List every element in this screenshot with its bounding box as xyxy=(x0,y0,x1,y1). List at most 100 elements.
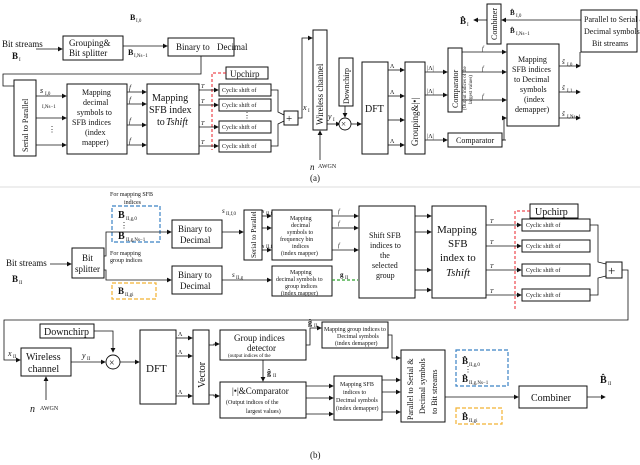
grouping-abs-label: Grouping&|•| xyxy=(410,98,420,146)
sfb-to-tshift-box xyxy=(146,83,200,155)
sfb-tshift-b-l1: Mapping xyxy=(437,224,477,236)
group-det-l1: Group indices xyxy=(234,333,285,343)
sfb-tshift-b-l4: Tshift xyxy=(446,267,471,279)
cyclic-shift-a3 xyxy=(218,120,272,134)
b1last-sub: I,Ns−1 xyxy=(134,54,148,59)
cyclic-shift-a4-label: Cyclic shift of xyxy=(222,143,256,150)
shift-l4: selected xyxy=(372,261,398,270)
index-demapper-a-l1: Mapping xyxy=(518,55,547,64)
adder-b-label: + xyxy=(608,263,615,278)
fb-mapper-l4: frequency bin xyxy=(280,236,313,243)
bit-splitter-b-l1: Bit xyxy=(82,253,94,263)
cyclic-shift-a1-label: Cyclic shift of xyxy=(222,87,256,94)
svg-text:I,Ns−1: I,Ns−1 xyxy=(516,32,530,37)
index-mapper-l5: (index xyxy=(85,128,105,137)
binary-to-decimal-label2: Decimal xyxy=(217,42,248,52)
bin2dec-b2 xyxy=(171,265,223,295)
svg-text:f: f xyxy=(482,45,485,52)
svg-text:ŝ: ŝ xyxy=(562,110,565,118)
svg-text:f: f xyxy=(338,242,341,249)
grp-mapper-l4: (index mapper) xyxy=(281,290,318,297)
sfb-to-tshift-l3: to xyxy=(157,117,165,128)
svg-text:ĝ: ĝ xyxy=(267,368,271,377)
svg-text:II: II xyxy=(608,382,612,387)
index-mapper-l4: SFB indices xyxy=(72,118,111,127)
svg-text:f: f xyxy=(338,208,341,215)
abs-comparator-l3: largest values) xyxy=(246,408,281,415)
svg-text:T: T xyxy=(490,240,494,246)
svg-text:B: B xyxy=(118,210,125,221)
svg-text:ŝ: ŝ xyxy=(562,84,565,92)
caption-a: (a) xyxy=(310,173,320,183)
index-mapper-l2: decimal xyxy=(83,98,109,107)
combiner-b-label: Combiner xyxy=(531,393,572,404)
sfb-demap-b-l1: Mapping SFB xyxy=(340,382,374,388)
svg-text:II: II xyxy=(345,276,349,281)
s2p-b-label: Serial to Parallel xyxy=(250,211,258,258)
svg-text:II,g,Ns−1: II,g,Ns−1 xyxy=(126,238,146,243)
s2p-b xyxy=(243,209,263,261)
svg-text:f: f xyxy=(129,117,132,125)
svg-text:B̂: B̂ xyxy=(460,16,466,26)
index-mapper-l6: mapper) xyxy=(82,138,109,147)
svg-text:II,f,0: II,f,0 xyxy=(226,212,236,217)
cyclic-shift-b3 xyxy=(521,263,591,277)
b1-sub: I xyxy=(19,58,21,63)
index-mapper-l3: symbols to xyxy=(77,108,112,117)
grp-mapper-l3: group indices xyxy=(285,284,318,290)
comparator-a1-label: Comparator xyxy=(451,69,460,108)
bit-splitter-b-l2: splitter xyxy=(75,264,100,274)
grp-index-mapper-b xyxy=(271,265,333,297)
svg-text:Λ: Λ xyxy=(178,332,183,338)
svg-text:II: II xyxy=(273,374,277,379)
svg-text:B̂: B̂ xyxy=(462,356,468,366)
svg-text:II,gi: II,gi xyxy=(125,293,134,298)
svg-text:f: f xyxy=(482,93,485,100)
sfb-to-tshift-l4: Tshift xyxy=(166,117,188,128)
group-detector-box xyxy=(219,329,307,361)
grouping-abs-box xyxy=(404,61,426,155)
shift-l2: indices to xyxy=(370,241,401,250)
combiner-a xyxy=(486,3,502,45)
downchirp-label-a: Downchirp xyxy=(342,68,351,104)
svg-text:II,g: II,g xyxy=(236,276,244,281)
svg-text:II,f,1: II,f,1 xyxy=(266,212,276,217)
svg-text:T: T xyxy=(201,84,205,90)
shift-sfb-box xyxy=(358,205,416,299)
sfb-to-tshift-l2: SFB index xyxy=(149,105,192,116)
svg-text:×: × xyxy=(341,119,346,129)
b10-sub: I,0 xyxy=(136,19,142,24)
svg-text:Λ: Λ xyxy=(390,64,395,70)
s10-sub: I,0 xyxy=(45,92,51,97)
vector-box xyxy=(192,329,210,405)
grouping-label: Grouping& xyxy=(69,38,111,48)
bin2dec-b1 xyxy=(171,219,223,249)
svg-text:II: II xyxy=(87,357,91,362)
group-demapper-box xyxy=(321,321,389,349)
svg-text:B̂: B̂ xyxy=(510,9,515,17)
cyclic-shift-b4-label: Cyclic shift of xyxy=(526,292,560,299)
svg-text:T: T xyxy=(201,99,205,105)
cyclic-shift-b2-label: Cyclic shift of xyxy=(526,243,560,250)
svg-text:indices: indices xyxy=(124,200,142,206)
svg-text:n: n xyxy=(310,162,315,172)
upchirp-label-b: Upchirp xyxy=(535,207,568,218)
svg-text:II: II xyxy=(13,355,17,360)
svg-text:B̂: B̂ xyxy=(462,374,468,384)
bin2dec-b2-l1: Binary to xyxy=(178,270,212,280)
abs-comparator-l1: |•|&Comparator xyxy=(232,386,289,396)
svg-text:s: s xyxy=(232,271,235,279)
fb-index-mapper-b xyxy=(271,209,333,261)
svg-text:I,1: I,1 xyxy=(567,89,573,94)
svg-text:II,g,Ns−1: II,g,Ns−1 xyxy=(469,381,489,386)
svg-text:largest values): largest values) xyxy=(469,75,474,104)
caption-b: (b) xyxy=(310,450,321,460)
b1last-label: B xyxy=(128,48,134,57)
fb-mapper-l2: decimal xyxy=(291,223,310,229)
svg-text:I,0: I,0 xyxy=(567,63,573,68)
svg-text:T: T xyxy=(490,289,494,295)
fb-mapper-l5: indices xyxy=(292,244,310,250)
cyclic-shift-b2 xyxy=(521,239,591,253)
sfb-bits-dashed-box xyxy=(111,205,161,243)
svg-text:B: B xyxy=(118,231,125,242)
